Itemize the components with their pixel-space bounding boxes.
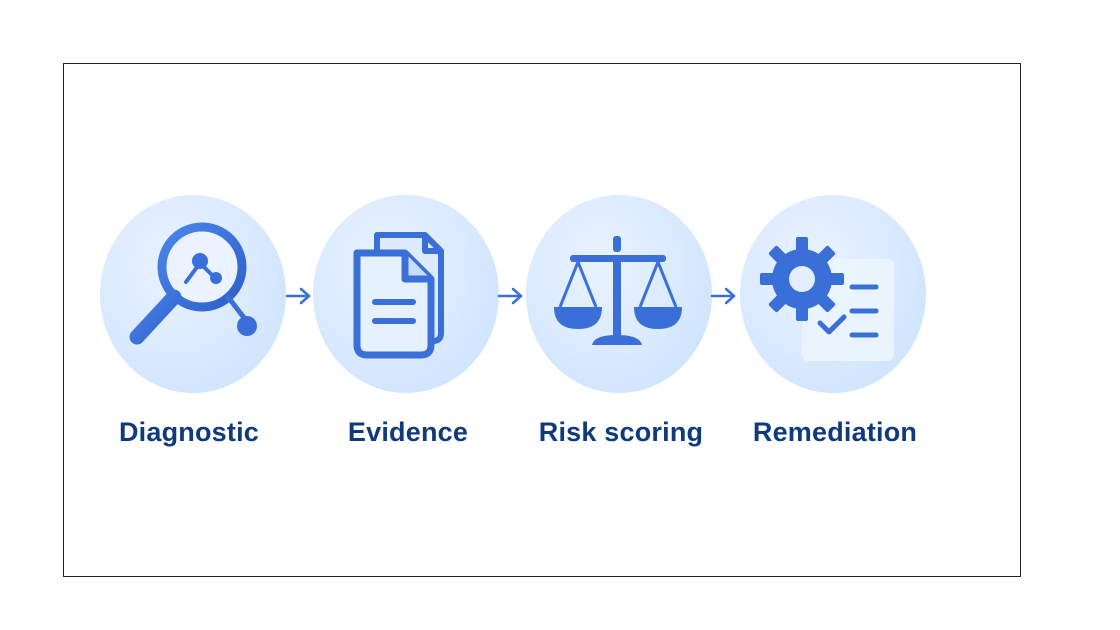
magnifier-chart-icon [129,222,257,345]
step-circle [313,195,499,393]
arrow-right-icon [285,287,311,305]
step-circle [100,195,286,393]
step-circle [526,195,712,393]
step-label: Risk scoring [538,417,704,447]
gear-checklist-icon [760,237,894,361]
step-circle [740,195,926,393]
step-label: Diagnostic [118,417,260,447]
arrow-right-icon [497,287,523,305]
balance-scale-icon [554,236,682,345]
step-label: Evidence [347,417,469,447]
arrow-right-icon [710,287,736,305]
documents-icon [353,232,444,359]
step-label: Remediation [752,417,918,447]
